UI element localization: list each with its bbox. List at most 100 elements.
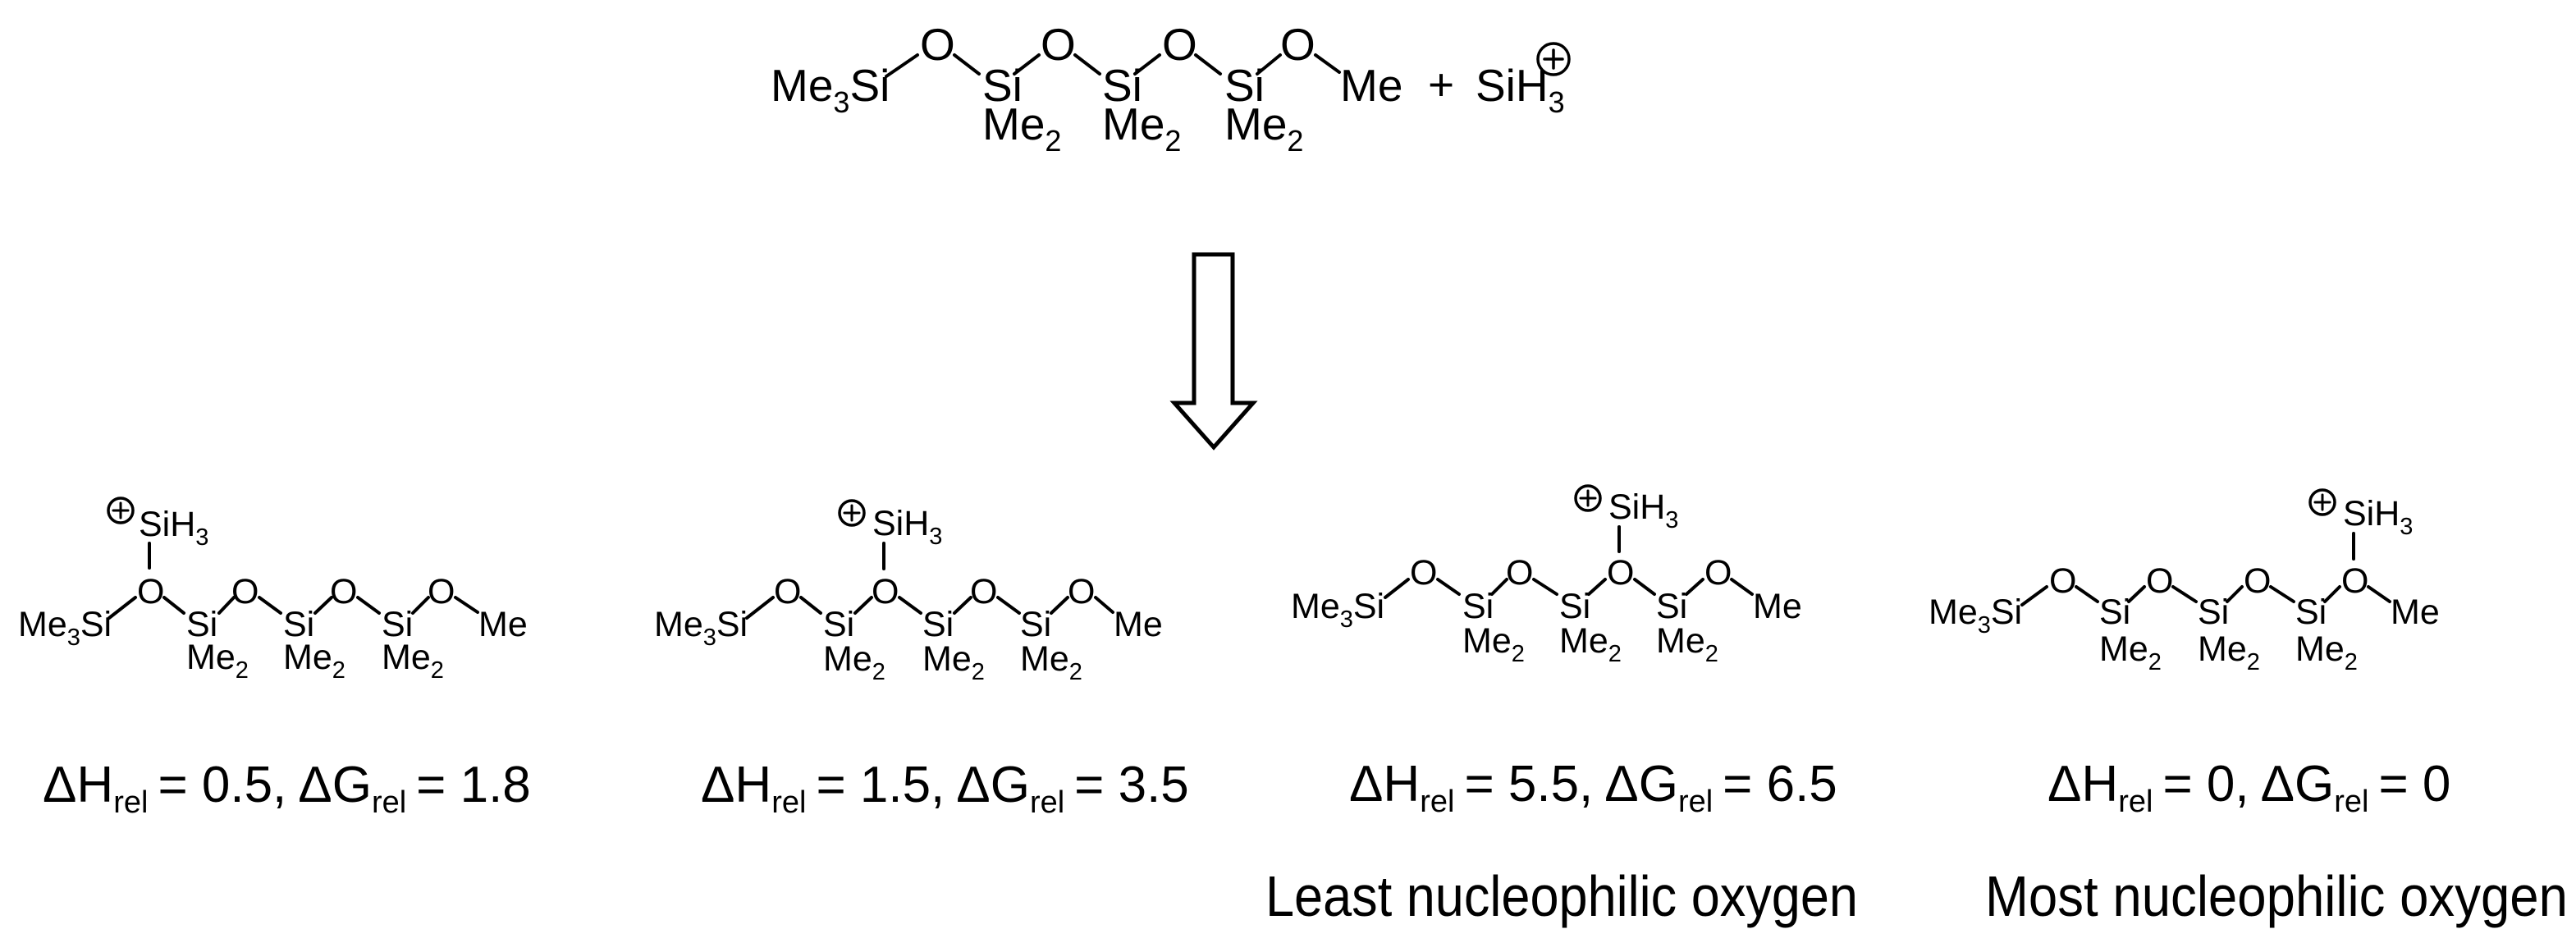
bond <box>1194 53 1222 76</box>
bond <box>411 596 430 615</box>
oxygen-4: O <box>1280 19 1315 70</box>
bond <box>898 596 922 615</box>
dimethyl-1: Me2 <box>823 639 885 685</box>
silicon-1: Si <box>823 605 854 644</box>
dimethyl-2: Me2 <box>283 638 345 684</box>
oxygen-3: O <box>970 572 997 611</box>
me3si-group: Me3Si <box>1291 587 1384 633</box>
silicon-2: Si <box>1559 587 1590 626</box>
bond <box>217 596 236 615</box>
positive-charge-icon <box>838 499 866 527</box>
silicon-1: Si <box>982 60 1023 111</box>
dimethyl-1: Me2 <box>1462 621 1525 667</box>
oxygen-2: O <box>1506 553 1533 593</box>
silicon-1: Si <box>1462 587 1494 626</box>
plus-sign: + <box>1428 59 1454 110</box>
bond <box>853 596 873 615</box>
bond <box>1050 596 1069 615</box>
silyl-adduct: SiH3 <box>139 505 208 551</box>
oxygen-3: O <box>1162 19 1197 70</box>
bond <box>885 53 919 78</box>
silicon-1: Si <box>2099 593 2130 632</box>
energy-label-2: ΔHrel= 1.5,ΔGrel= 3.5 <box>701 757 1189 820</box>
bond <box>162 596 185 615</box>
bond <box>2127 585 2146 603</box>
methyl-terminal: Me <box>1340 60 1402 111</box>
oxygen-1-silylated: O <box>137 572 164 611</box>
oxygen-3: O <box>330 572 357 611</box>
oxygen-3: O <box>2244 561 2271 601</box>
silicon-3: Si <box>2295 593 2327 632</box>
reaction-arrow-icon <box>1169 252 1258 451</box>
product-2: SiH3 Me3Si O Si Me2 O Si Me2 O Si Me2 O … <box>654 499 1189 820</box>
oxygen-2: O <box>1041 19 1076 70</box>
dimethyl-1: Me2 <box>2099 629 2162 675</box>
positive-charge-icon <box>1574 484 1602 512</box>
bond <box>745 596 775 620</box>
dimethyl-2: Me2 <box>1102 98 1181 158</box>
bond <box>2171 585 2198 603</box>
bond <box>2226 585 2244 603</box>
energy-label-1: ΔHrel= 0.5,ΔGrel= 1.8 <box>43 757 531 820</box>
silyl-adduct: SiH3 <box>872 504 942 550</box>
bond <box>1314 53 1341 74</box>
silicon-2: Si <box>283 605 314 644</box>
oxygen-4-silylated: O <box>2341 561 2368 601</box>
positive-charge-icon <box>2308 488 2336 516</box>
bond <box>1490 578 1508 596</box>
caption-least-nucleophilic: Least nucleophilic oxygen <box>1265 864 1858 928</box>
me3si-group: Me3Si <box>18 605 112 651</box>
bond <box>2367 585 2391 603</box>
oxygen-3-silylated: O <box>1607 553 1634 593</box>
silicon-2: Si <box>1102 60 1142 111</box>
bond <box>1436 578 1461 596</box>
oxygen-1: O <box>774 572 801 611</box>
bond <box>996 596 1021 615</box>
bond <box>2020 585 2048 606</box>
bond <box>2075 585 2099 603</box>
oxygen-1: O <box>1410 553 1437 593</box>
me3si-group: Me3Si <box>654 605 748 651</box>
silicon-3: Si <box>1020 605 1051 644</box>
bond <box>1256 53 1282 76</box>
energy-label-4: ΔHrel= 0,ΔGrel= 0 <box>2048 756 2450 819</box>
bond <box>1532 578 1558 596</box>
product-1: SiH3 Me3Si O Si Me2 O Si Me2 O Si Me2 O … <box>18 497 531 820</box>
caption-most-nucleophilic: Most nucleophilic oxygen <box>1985 864 2568 928</box>
me3si-group: Me3Si <box>1929 593 2022 638</box>
oxygen-2: O <box>2146 561 2173 601</box>
product-4: SiH3 Me3Si O Si Me2 O Si Me2 O Si Me2 O … <box>1929 488 2568 928</box>
silyl-adduct: SiH3 <box>1608 487 1678 533</box>
bond <box>1685 578 1704 596</box>
oxygen-2-silylated: O <box>872 572 899 611</box>
silicon-1: Si <box>186 605 217 644</box>
dimethyl-2: Me2 <box>922 639 985 685</box>
dimethyl-3: Me2 <box>1656 621 1718 667</box>
bond <box>1384 578 1410 599</box>
silicon-3: Si <box>382 605 413 644</box>
dimethyl-3: Me2 <box>2295 629 2358 675</box>
bond <box>1073 53 1101 76</box>
oxygen-1: O <box>920 19 955 70</box>
silicon-3: Si <box>1656 587 1687 626</box>
positive-charge-icon <box>107 497 135 524</box>
oxygen-2: O <box>231 572 259 611</box>
dimethyl-3: Me2 <box>1020 639 1082 685</box>
me3si-group: Me3Si <box>771 60 890 119</box>
product-3: SiH3 Me3Si O Si Me2 O Si Me2 O Si Me2 O … <box>1265 484 1858 928</box>
bond <box>1587 578 1607 596</box>
bond <box>1133 53 1161 76</box>
oxygen-4: O <box>1068 572 1095 611</box>
dimethyl-3: Me2 <box>382 638 444 684</box>
silyl-cation: SiH3 <box>1476 60 1565 119</box>
bond <box>454 596 479 614</box>
dimethyl-2: Me2 <box>2198 629 2260 675</box>
methyl-terminal: Me <box>2391 593 2440 632</box>
silicon-2: Si <box>2198 593 2229 632</box>
dimethyl-3: Me2 <box>1224 98 1303 158</box>
silyl-adduct: SiH3 <box>2343 494 2413 540</box>
silylium-reagent: SiH3 <box>1476 42 1571 119</box>
bond <box>1730 578 1754 596</box>
energy-label-3: ΔHrel= 5.5,ΔGrel= 6.5 <box>1349 756 1837 819</box>
